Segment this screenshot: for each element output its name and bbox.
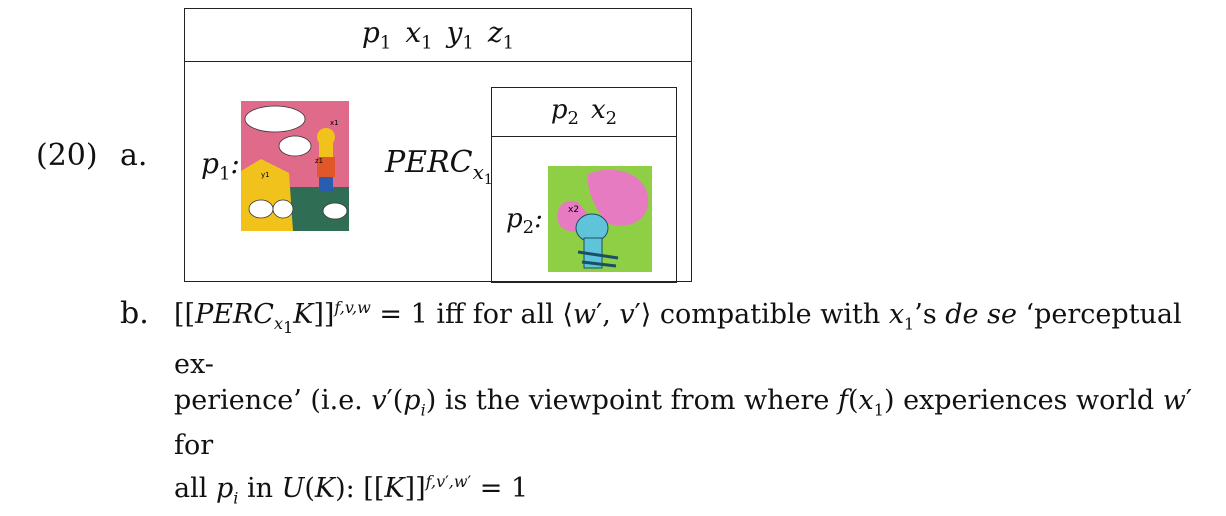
ref-p2: p2: [550, 94, 579, 130]
ref-y1: y1: [446, 16, 474, 54]
svg-text:z1: z1: [315, 157, 323, 165]
ref-x1: x1: [405, 16, 433, 54]
drs-inner-box: p2 x2 p2: x2: [491, 87, 677, 283]
ref-z1: z1: [487, 16, 515, 54]
sub-b-label: b.: [120, 296, 149, 331]
perc-predicate: PERCx1: [385, 145, 493, 188]
ref-x2: x2: [590, 94, 618, 130]
svg-text:x1: x1: [330, 119, 339, 127]
svg-text:y1: y1: [261, 171, 270, 179]
comic-image-1: x1 z1 y1: [241, 101, 349, 231]
sub-a-label: a.: [120, 138, 148, 173]
svg-text:x2: x2: [568, 205, 579, 215]
drs-inner-header: p2 x2: [492, 88, 676, 137]
drs-outer-box: p1 x1 y1 z1 p1: x1 z1 y1 PERCx1: [184, 8, 692, 283]
ref-p1: p1: [361, 16, 392, 54]
p2-condition-label: p2:: [506, 204, 543, 239]
drs-outer-header: p1 x1 y1 z1: [185, 9, 691, 62]
comic-image-2: x2: [548, 166, 652, 272]
example-number: (20): [36, 138, 98, 173]
b-definition-text: [[PERCx1K]]f,v,w = 1 iff for all ⟨w′, v′…: [174, 298, 1193, 508]
p1-condition-label: p1:: [201, 147, 240, 185]
